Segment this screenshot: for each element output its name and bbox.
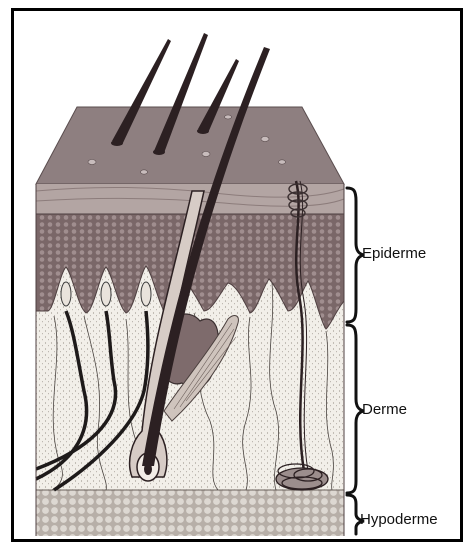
layer-braces — [347, 188, 364, 534]
skin-cross-section-illustration — [14, 11, 460, 539]
label-epidermis: Epiderme — [362, 245, 426, 262]
hypodermis-layer — [36, 490, 344, 536]
diagram-frame: Epiderme Derme Hypoderme — [11, 8, 463, 542]
label-dermis: Derme — [362, 401, 407, 418]
label-hypodermis: Hypoderme — [360, 511, 438, 528]
skin-surface — [36, 107, 344, 184]
